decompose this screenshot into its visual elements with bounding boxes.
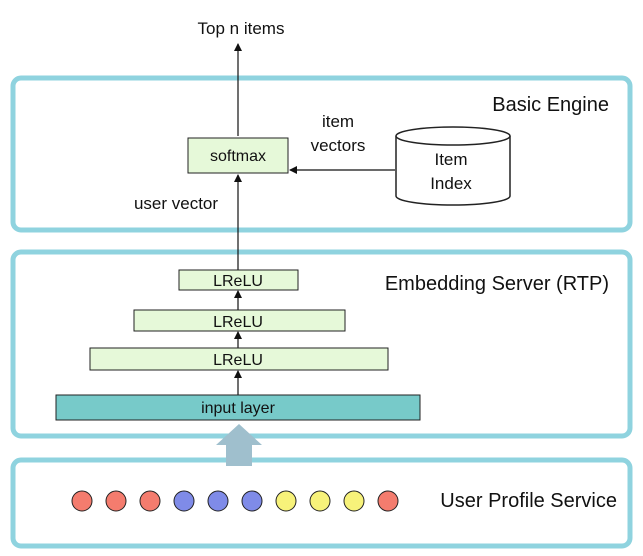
softmax-box [187,137,289,174]
profile-feature-dots [71,490,399,512]
user-vector-label: user vector [134,194,218,213]
profile-dot [207,490,229,512]
profile-dot [139,490,161,512]
lrelu-label-top: LReLU [213,273,263,290]
user-profile-service-title: User Profile Service [440,490,617,512]
embedding-server-panel [10,249,633,439]
lrelu-label-bottom: LReLU [213,352,263,369]
item-index-label-line1: Item [434,150,467,169]
item-index-label-line2: Index [430,174,472,193]
profile-dot [309,490,331,512]
item-vectors-label-line2: vectors [311,136,366,155]
item-index-database [395,126,511,206]
item-vectors-label-line1: item [322,112,354,131]
input-layer-label: input layer [201,400,275,417]
input-layer-box [55,394,421,421]
profile-dot [241,490,263,512]
profile-dot [377,490,399,512]
profile-dot [71,490,93,512]
embedding-server-title: Embedding Server (RTP) [385,273,609,295]
profile-dot [105,490,127,512]
lrelu-label-middle: LReLU [213,314,263,331]
profile-dot [275,490,297,512]
softmax-label: softmax [210,148,266,165]
profile-to-input-arrow [216,424,262,466]
profile-dot [173,490,195,512]
profile-dot [343,490,365,512]
basic-engine-title: Basic Engine [492,94,609,116]
top-n-items-label: Top n items [198,19,285,38]
